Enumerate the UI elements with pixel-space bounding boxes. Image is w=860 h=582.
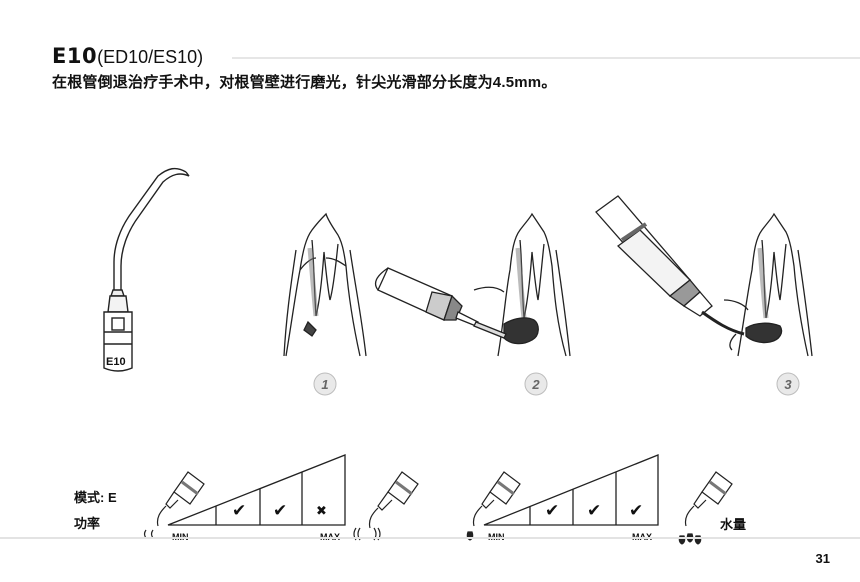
water-marks: ✔ ✔ ✔	[545, 501, 643, 521]
tooth-illustration-1	[283, 212, 367, 357]
mode-label: 模式: E	[74, 490, 117, 505]
product-alt-codes: (ED10/ES10)	[97, 47, 204, 67]
power-label: 功率	[74, 516, 101, 531]
water-triangle	[483, 454, 659, 526]
footer-rule	[0, 537, 860, 539]
water-label: 水量	[720, 517, 747, 532]
power-mark-3: ✖	[316, 504, 327, 519]
product-header: E10(ED10/ES10)	[52, 44, 203, 68]
page-number: 31	[815, 551, 830, 566]
tooth-illustration-2	[473, 212, 571, 357]
power-marks: ✔ ✔ ✖	[232, 501, 327, 521]
water-mark-1: ✔	[545, 501, 559, 521]
power-mark-2: ✔	[273, 501, 287, 521]
header-rule	[232, 57, 860, 59]
step-badge-1: 1	[313, 372, 337, 396]
product-code: E10	[52, 44, 98, 68]
water-max-handpiece-icon	[678, 471, 733, 545]
step-badge-2: 2	[524, 372, 548, 396]
tip-engraving: E10	[106, 356, 126, 368]
svg-text:2: 2	[531, 377, 540, 392]
step-badges: 1 2 3	[313, 372, 800, 396]
water-mark-3: ✔	[629, 501, 643, 521]
power-triangle	[167, 454, 346, 526]
power-max-handpiece-icon	[353, 471, 419, 541]
tooth-illustration-3	[723, 212, 813, 357]
water-mark-2: ✔	[587, 501, 601, 521]
e10-tip-illustration: E10	[103, 167, 190, 372]
handpiece-illustration-2	[374, 267, 507, 339]
step-badge-3: 3	[776, 372, 800, 396]
product-description: 在根管倒退治疗手术中，对根管壁进行磨光，针尖光滑部分长度为4.5mm。	[52, 74, 557, 91]
svg-text:1: 1	[321, 377, 328, 392]
water-min-handpiece-icon	[466, 471, 521, 541]
svg-text:3: 3	[784, 377, 792, 392]
power-min-handpiece-icon	[143, 471, 205, 539]
handpiece-illustration-3	[595, 195, 745, 351]
power-mark-1: ✔	[232, 501, 246, 521]
